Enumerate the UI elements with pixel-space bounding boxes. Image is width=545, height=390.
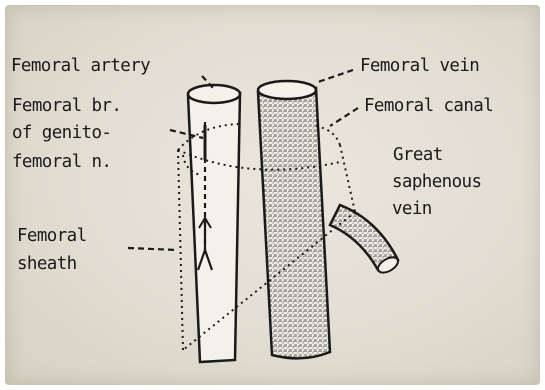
femoral-vein-vessel <box>258 81 330 358</box>
leader-femoral-canal <box>330 108 358 126</box>
label-femoral-sheath-line1: Femoral <box>17 226 87 246</box>
label-femoral-sheath-line2: sheath <box>17 254 77 274</box>
label-great-saphenous-line3: vein <box>392 199 432 219</box>
label-femoral-branch-line2: of genito- <box>12 123 111 143</box>
label-femoral-branch-line3: femoral n. <box>12 152 111 172</box>
label-femoral-artery: Femoral artery <box>11 56 150 76</box>
leader-femoral-sheath <box>128 248 178 250</box>
label-femoral-canal: Femoral canal <box>364 96 493 116</box>
leader-femoral-vein <box>318 70 353 82</box>
femoral-artery-vessel <box>188 85 240 362</box>
label-great-saphenous-line2: saphenous <box>392 172 481 192</box>
label-femoral-vein: Femoral vein <box>360 56 479 76</box>
label-great-saphenous-line1: Great <box>393 145 443 165</box>
great-saphenous-vein-vessel <box>330 205 401 276</box>
label-femoral-branch-line1: Femoral br. <box>12 96 121 116</box>
